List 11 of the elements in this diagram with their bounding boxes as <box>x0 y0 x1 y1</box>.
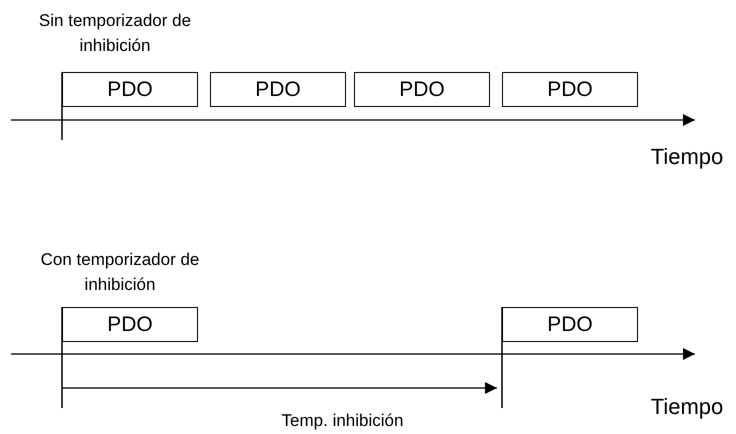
pdo-box: PDO <box>354 72 490 107</box>
dimension-label: Temp. inhibición <box>280 410 404 432</box>
heading-text: Sin temporizador de inhibición <box>38 10 192 57</box>
heading-text: Con temporizador de inhibición <box>40 249 200 296</box>
pdo-box: PDO <box>210 72 346 107</box>
axis-label: Tiempo <box>650 144 724 169</box>
axis-label: Tiempo <box>650 394 724 419</box>
pdo-box: PDO <box>502 307 638 342</box>
pdo-box: PDO <box>62 307 198 342</box>
pdo-box: PDO <box>62 72 198 107</box>
pdo-box: PDO <box>502 72 638 107</box>
